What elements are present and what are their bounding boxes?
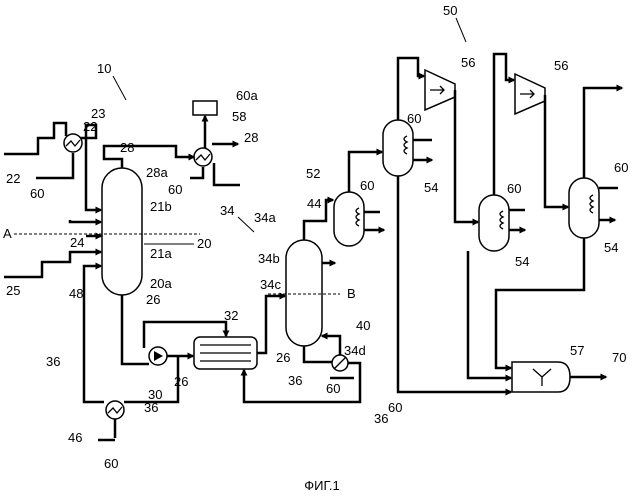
utility-60-to-23 (36, 153, 73, 178)
label-22: 22 (83, 119, 97, 134)
label-54: 54 (424, 180, 438, 195)
label-20: 20 (197, 236, 211, 251)
section-b: B (347, 286, 356, 301)
leader-34 (238, 217, 254, 232)
column-20 (102, 168, 142, 295)
label-26: 26 (276, 350, 290, 365)
label-44: 44 (307, 196, 321, 211)
label-60a: 60a (236, 88, 258, 103)
label-60: 60 (360, 178, 374, 193)
label-60: 60 (168, 182, 182, 197)
label-57: 57 (570, 343, 584, 358)
label-20a: 20a (150, 276, 172, 291)
label-34b: 34b (258, 251, 280, 266)
vessel-52 (334, 192, 364, 246)
vessel-54-a (383, 120, 413, 176)
label-70: 70 (612, 350, 626, 365)
utility-60-to-58 (190, 167, 203, 178)
label-58: 58 (232, 109, 246, 124)
stream-56a-to-54b (455, 90, 478, 222)
label-36: 36 (288, 373, 302, 388)
label-24: 24 (70, 235, 84, 250)
stream-26-to-34 (257, 296, 285, 353)
label-34a: 34a (254, 210, 276, 225)
stream-36-up (84, 266, 104, 402)
stream-36-return (304, 346, 332, 362)
label-28: 28 (244, 130, 258, 145)
label-40: 40 (356, 318, 370, 333)
label-50: 50 (443, 3, 457, 18)
label-21b: 21b (150, 199, 172, 214)
label-54: 54 (515, 254, 529, 269)
stream-24 (70, 220, 101, 222)
vessel-54-b (479, 195, 509, 251)
label-25: 25 (6, 283, 20, 298)
label-52: 52 (306, 166, 320, 181)
label-34d: 34d (344, 343, 366, 358)
stream-54b-to-57 (468, 251, 511, 378)
stream-56b-to-54c (545, 95, 568, 207)
stream-34d-reboil (322, 336, 340, 355)
vessel-54-c (569, 178, 599, 238)
label-60: 60 (30, 186, 44, 201)
label-60: 60 (407, 111, 421, 126)
stream-54b-to-56b (494, 54, 514, 195)
section-a: A (3, 226, 12, 241)
label-60: 60 (104, 456, 118, 471)
label-22: 22 (6, 171, 20, 186)
leader-10 (113, 76, 126, 100)
label-60: 60 (388, 400, 402, 415)
label-36: 36 (46, 354, 60, 369)
label-23: 23 (91, 106, 105, 121)
label-54: 54 (604, 240, 618, 255)
stream-25 (4, 252, 101, 277)
label-48: 48 (69, 286, 83, 301)
label-60: 60 (614, 160, 628, 175)
utility-60-out-58 (214, 163, 240, 185)
label-36: 36 (374, 411, 388, 426)
label-21a: 21a (150, 246, 172, 261)
label-56: 56 (554, 58, 568, 73)
label-10: 10 (97, 61, 111, 76)
label-26: 26 (174, 374, 188, 389)
label-34: 34 (220, 203, 234, 218)
label-26: 26 (146, 292, 160, 307)
column-34 (286, 240, 322, 346)
label-34c: 34c (260, 277, 281, 292)
label-60: 60 (507, 181, 521, 196)
label-32: 32 (224, 308, 238, 323)
label-28a: 28a (146, 165, 168, 180)
label-36: 36 (144, 400, 158, 415)
mixer-57 (512, 362, 570, 392)
label-28: 28 (120, 140, 134, 155)
stream-22-to-column (80, 125, 101, 210)
stream-22 (4, 123, 66, 154)
label-60: 60 (326, 381, 340, 396)
analyzer-60a (193, 101, 217, 115)
label-46: 46 (68, 430, 82, 445)
figure-caption: ФИГ.1 (0, 478, 644, 493)
label-56: 56 (461, 55, 475, 70)
leader-50 (456, 18, 466, 42)
